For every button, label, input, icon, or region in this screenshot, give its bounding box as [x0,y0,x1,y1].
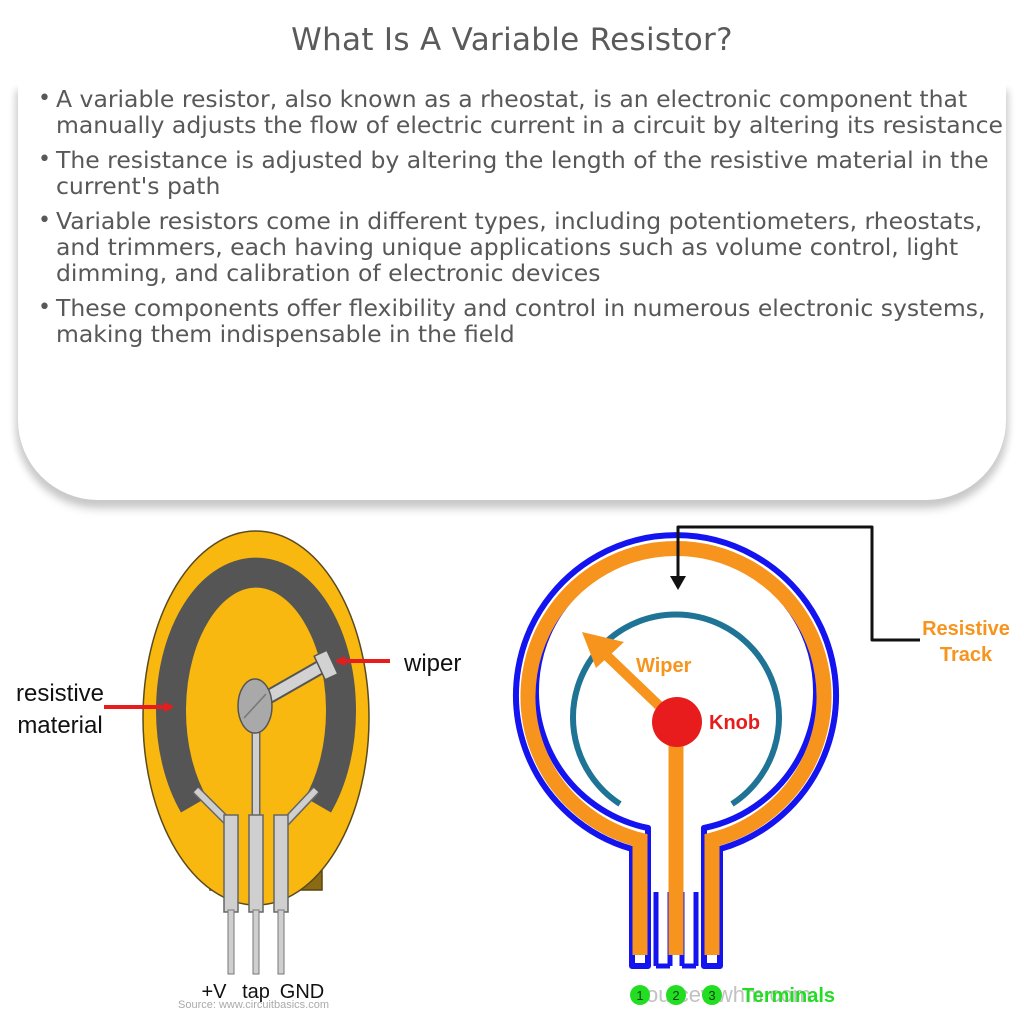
wiper-contact [313,649,339,681]
terminal-1-label: 1 [636,988,643,1003]
pin-label-plus: +V [201,981,227,1003]
bullet-item: •These components offer flexibility and … [36,295,1011,347]
shaft-slot [243,693,267,719]
pin-label-gnd: GND [280,981,324,1003]
resistive-material-track [156,557,356,813]
terminal-3-dot [702,985,722,1005]
bullet-dot-icon: • [38,295,51,320]
potentiometer-diagram: wiper resistive material +V tap GND Sour… [16,530,461,1011]
pin-gnd-body [273,814,289,913]
label-resistive: Resistive [922,618,1010,640]
page-title: What Is A Variable Resistor? [291,22,733,58]
resistive-track [520,541,832,955]
label-wiper: wiper [403,650,461,677]
terminal-3-label: 3 [708,988,715,1003]
info-card [18,80,1006,500]
pin-plus-wire [227,909,235,975]
wiper-arrowhead [582,632,624,668]
track-diagram: Wiper Knob Resistive Track ourcewwhm.com… [513,525,1010,1007]
bullet-text: These components offer flexibility and c… [56,294,986,348]
pin-tap-body [248,814,264,913]
label-track: Track [940,644,993,666]
bullet-item: •A variable resistor, also known as a rh… [36,86,1011,138]
bullet-text: Variable resistors come in different typ… [56,207,983,287]
label-terminals: Terminals [742,985,835,1007]
label-knob: Knob [709,712,760,734]
inner-arc [570,611,782,807]
label-resistive: resistive [16,680,104,707]
bullet-item: •Variable resistors come in different ty… [36,208,1011,286]
bullet-dot-icon: • [38,208,51,233]
pin-gnd-wire [277,909,285,975]
bullet-dot-icon: • [38,86,51,111]
terminal-1-dot [630,985,650,1005]
track-pointer-arrowhead [670,576,686,590]
bullet-text: The resistance is adjusted by altering t… [56,146,989,200]
terminal-2-dot [666,985,686,1005]
bullet-item: •The resistance is adjusted by altering … [36,147,1011,199]
pin-plus-body [223,814,239,913]
bullet-dot-icon: • [38,147,51,172]
knob [652,697,702,747]
track-pointer-line [676,525,920,642]
label-material: material [17,712,102,739]
terminal-2-label: 2 [672,988,679,1003]
label-wiper: Wiper [636,655,692,677]
source-credit: Source: www.circuitbasics.com [178,999,329,1011]
pin-label-tap: tap [242,981,270,1003]
bullet-list: •A variable resistor, also known as a rh… [36,86,1011,356]
pin-tap-wire [252,909,260,975]
bullet-text: A variable resistor, also known as a rhe… [56,85,1003,139]
